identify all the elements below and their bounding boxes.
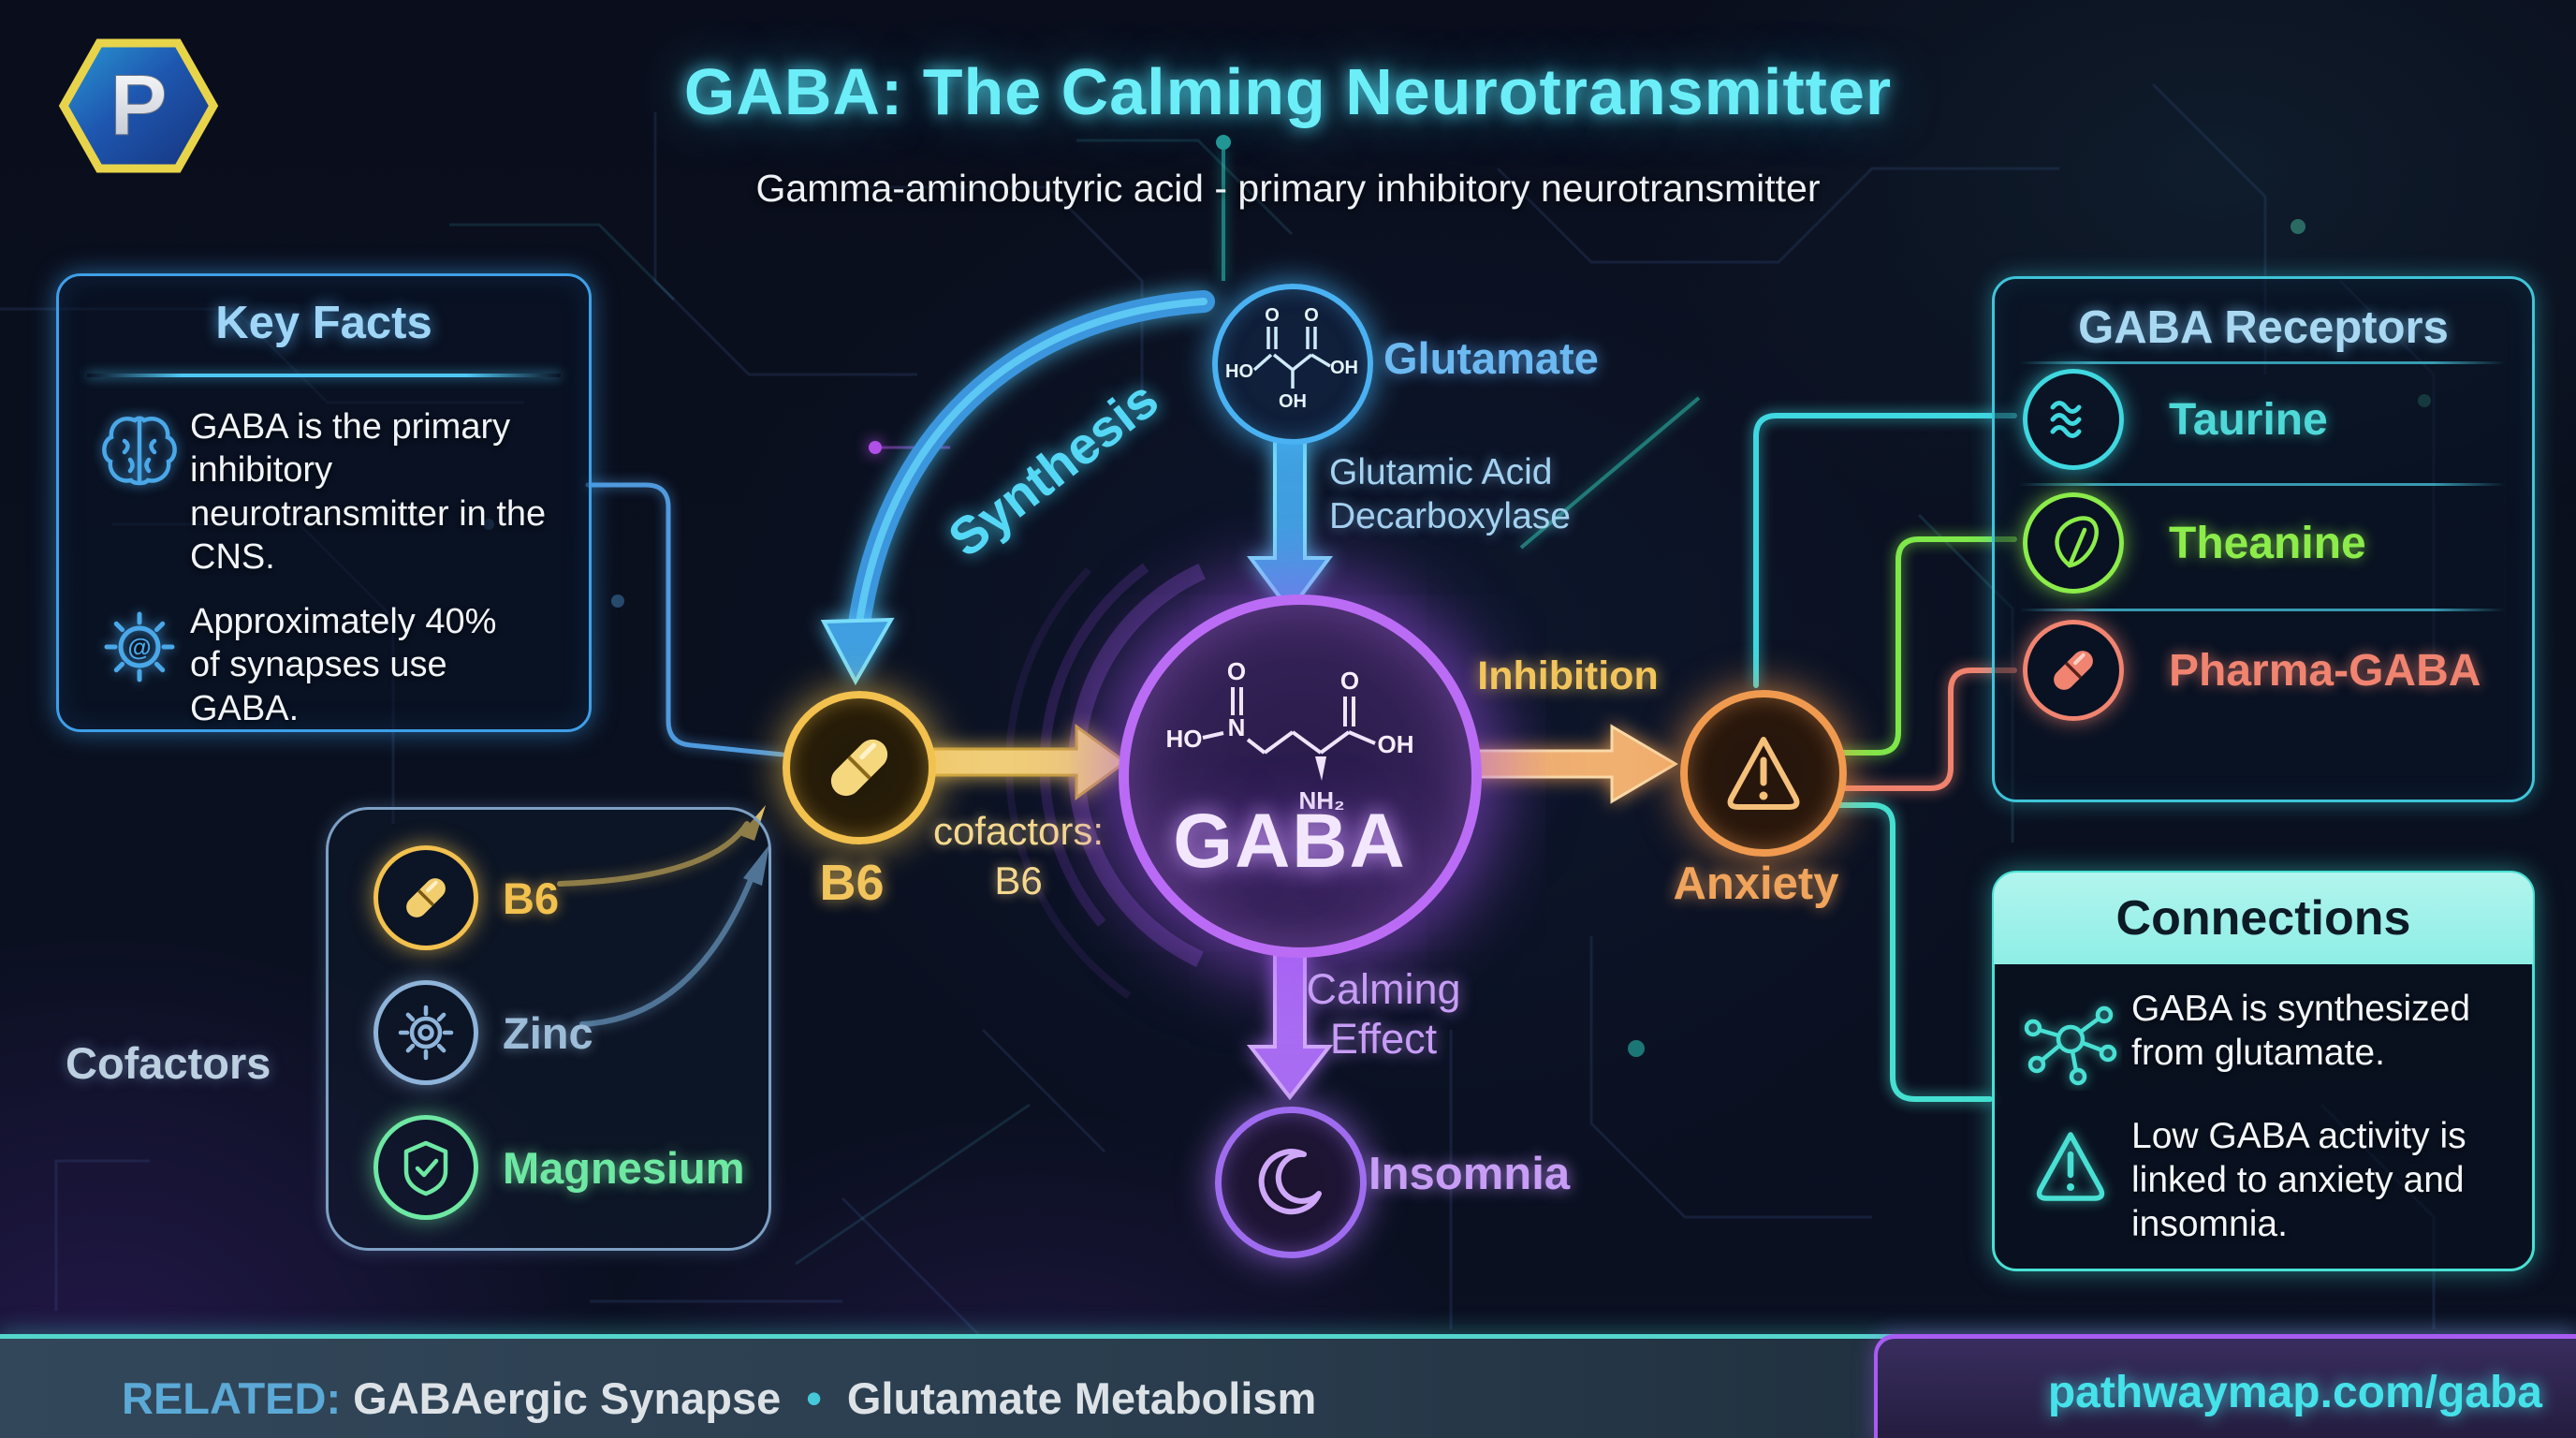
- moon-icon: [1258, 1149, 1322, 1215]
- receptors-divider: [2019, 483, 2506, 486]
- connector-theanine-anxiety: [1832, 536, 2017, 756]
- connections-panel: Connections GABA is synthesized from glu…: [1992, 871, 2535, 1271]
- b6-node-label: B6: [819, 855, 885, 911]
- related-label: RELATED:: [122, 1373, 342, 1423]
- capsule-icon: [373, 845, 478, 950]
- receptor-label: Taurine: [2169, 394, 2328, 445]
- gaba-label: GABA: [1173, 799, 1407, 884]
- page-title: GABA: The Calming Neurotransmitter: [683, 55, 1893, 128]
- svg-text:N: N: [1228, 713, 1246, 741]
- receptor-row-pharma-gaba: Pharma-GABA: [2023, 620, 2510, 721]
- glutamate-molecule: HO O O OH OH: [1225, 308, 1358, 412]
- svg-text:O: O: [1304, 308, 1319, 326]
- cofactor-row-magnesium: Magnesium: [373, 1115, 745, 1220]
- connector-keyfacts-b6: [585, 482, 785, 757]
- connector-taurine-anxiety: [1753, 413, 2017, 688]
- enzyme-label: Glutamic Acid Decarboxylase: [1329, 452, 1571, 536]
- cofactors-panel: B6 Zinc: [326, 807, 771, 1251]
- receptors-divider: [2019, 361, 2506, 364]
- cofactors-side-label: Cofactors: [66, 1038, 271, 1088]
- receptor-row-theanine: Theanine: [2023, 492, 2510, 594]
- insomnia-label: Insomnia: [1368, 1149, 1571, 1199]
- brand-logo: P: [58, 38, 219, 173]
- key-facts-panel: Key Facts GABA is the primary inhibitory…: [56, 273, 592, 732]
- url-box: pathwaymap.com/gaba: [1874, 1334, 2576, 1438]
- gaba-molecule: HO N O O OH NH₂: [1166, 657, 1414, 814]
- svg-text:O: O: [1227, 657, 1246, 685]
- connection-item: Low GABA activity is linked to anxiety a…: [2019, 1115, 2502, 1246]
- footer-bar: RELATED: GABAergic Synapse • Glutamate M…: [0, 1334, 2576, 1438]
- svg-text:OH: OH: [1378, 730, 1414, 758]
- svg-text:OH: OH: [1330, 358, 1358, 378]
- waves-icon: [2023, 369, 2124, 470]
- key-fact-item: @ Approximately 40% of synapses use GABA…: [93, 600, 561, 730]
- connections-title: Connections: [1994, 873, 2533, 964]
- leaf-icon: [2023, 492, 2124, 594]
- logo-letter: P: [110, 58, 167, 154]
- related-item[interactable]: GABAergic Synapse: [353, 1373, 782, 1423]
- svg-text:O: O: [1265, 308, 1280, 326]
- gear-icon: [373, 980, 478, 1085]
- capsule-icon: [2023, 620, 2124, 721]
- connection-item: GABA is synthesized from glutamate.: [2019, 988, 2502, 1091]
- anxiety-label: Anxiety: [1673, 858, 1839, 909]
- gaba-node: HO N O O OH NH₂: [1119, 594, 1482, 958]
- connection-text: GABA is synthesized from glutamate.: [2131, 989, 2471, 1073]
- cofactor-zinc-arrow: [579, 868, 757, 1027]
- key-fact-text: Approximately 40% of synapses use GABA.: [190, 602, 497, 728]
- related-item[interactable]: Glutamate Metabolism: [846, 1373, 1317, 1423]
- inhibition-arrow: [1466, 724, 1678, 804]
- receptor-label: Pharma-GABA: [2169, 645, 2481, 696]
- connector-pharma-anxiety: [1832, 668, 2017, 791]
- calming-effect-label: Calming Effect: [1306, 965, 1461, 1064]
- receptor-row-taurine: Taurine: [2023, 369, 2510, 470]
- inhibition-label: Inhibition: [1477, 653, 1659, 698]
- connector-anxiety-connections: [1830, 802, 1993, 1102]
- cofactor-label: Magnesium: [503, 1142, 745, 1193]
- capsule-icon: [830, 739, 888, 797]
- warning-icon: [1727, 737, 1800, 810]
- cofactor-label: B6: [503, 873, 560, 923]
- anxiety-node: [1680, 690, 1847, 857]
- b6-gaba-arrow: [930, 724, 1128, 800]
- b6-node: [783, 691, 936, 844]
- calming-arrow: [1246, 940, 1334, 1101]
- receptors-title: GABA Receptors: [2078, 302, 2449, 353]
- gaba-receptors-panel: GABA Receptors Taurine: [1992, 276, 2535, 802]
- svg-text:NH₂: NH₂: [1298, 786, 1344, 814]
- cofactor-row-b6: B6: [373, 845, 559, 950]
- cofactor-row-zinc: Zinc: [373, 980, 593, 1085]
- key-fact-text: GABA is the primary inhibitory neurotran…: [190, 407, 547, 578]
- brain-icon: [93, 405, 190, 499]
- page-subtitle: Gamma-aminobutyric acid - primary inhibi…: [755, 167, 1821, 210]
- connection-text: Low GABA activity is linked to anxiety a…: [2131, 1116, 2466, 1244]
- receptor-label: Theanine: [2169, 518, 2366, 568]
- warning-icon: [2019, 1115, 2131, 1218]
- glutamate-node: HO O O OH OH: [1212, 284, 1373, 445]
- shield-check-icon: [373, 1115, 478, 1220]
- key-facts-title: Key Facts: [215, 298, 432, 348]
- molecule-icon: [2019, 988, 2131, 1091]
- cofactor-label: Zinc: [503, 1007, 593, 1058]
- svg-text:OH: OH: [1279, 391, 1307, 412]
- svg-text:@: @: [127, 633, 151, 661]
- enzyme-arrow: [1247, 434, 1333, 614]
- site-url[interactable]: pathwaymap.com/gaba: [2047, 1368, 2542, 1417]
- cofactors-arrow-label: cofactors: B6: [932, 809, 1105, 902]
- key-fact-item: GABA is the primary inhibitory neurotran…: [93, 405, 561, 579]
- receptors-divider: [2019, 609, 2506, 611]
- svg-text:HO: HO: [1166, 725, 1203, 753]
- glutamate-label: Glutamate: [1383, 333, 1599, 383]
- insomnia-node: [1215, 1107, 1367, 1258]
- svg-text:O: O: [1340, 667, 1359, 695]
- bullet-separator: •: [806, 1373, 822, 1423]
- related-links: RELATED: GABAergic Synapse • Glutamate M…: [122, 1372, 1316, 1424]
- gear-at-icon: @: [93, 600, 190, 694]
- svg-text:HO: HO: [1225, 361, 1253, 382]
- key-facts-divider: [87, 374, 561, 377]
